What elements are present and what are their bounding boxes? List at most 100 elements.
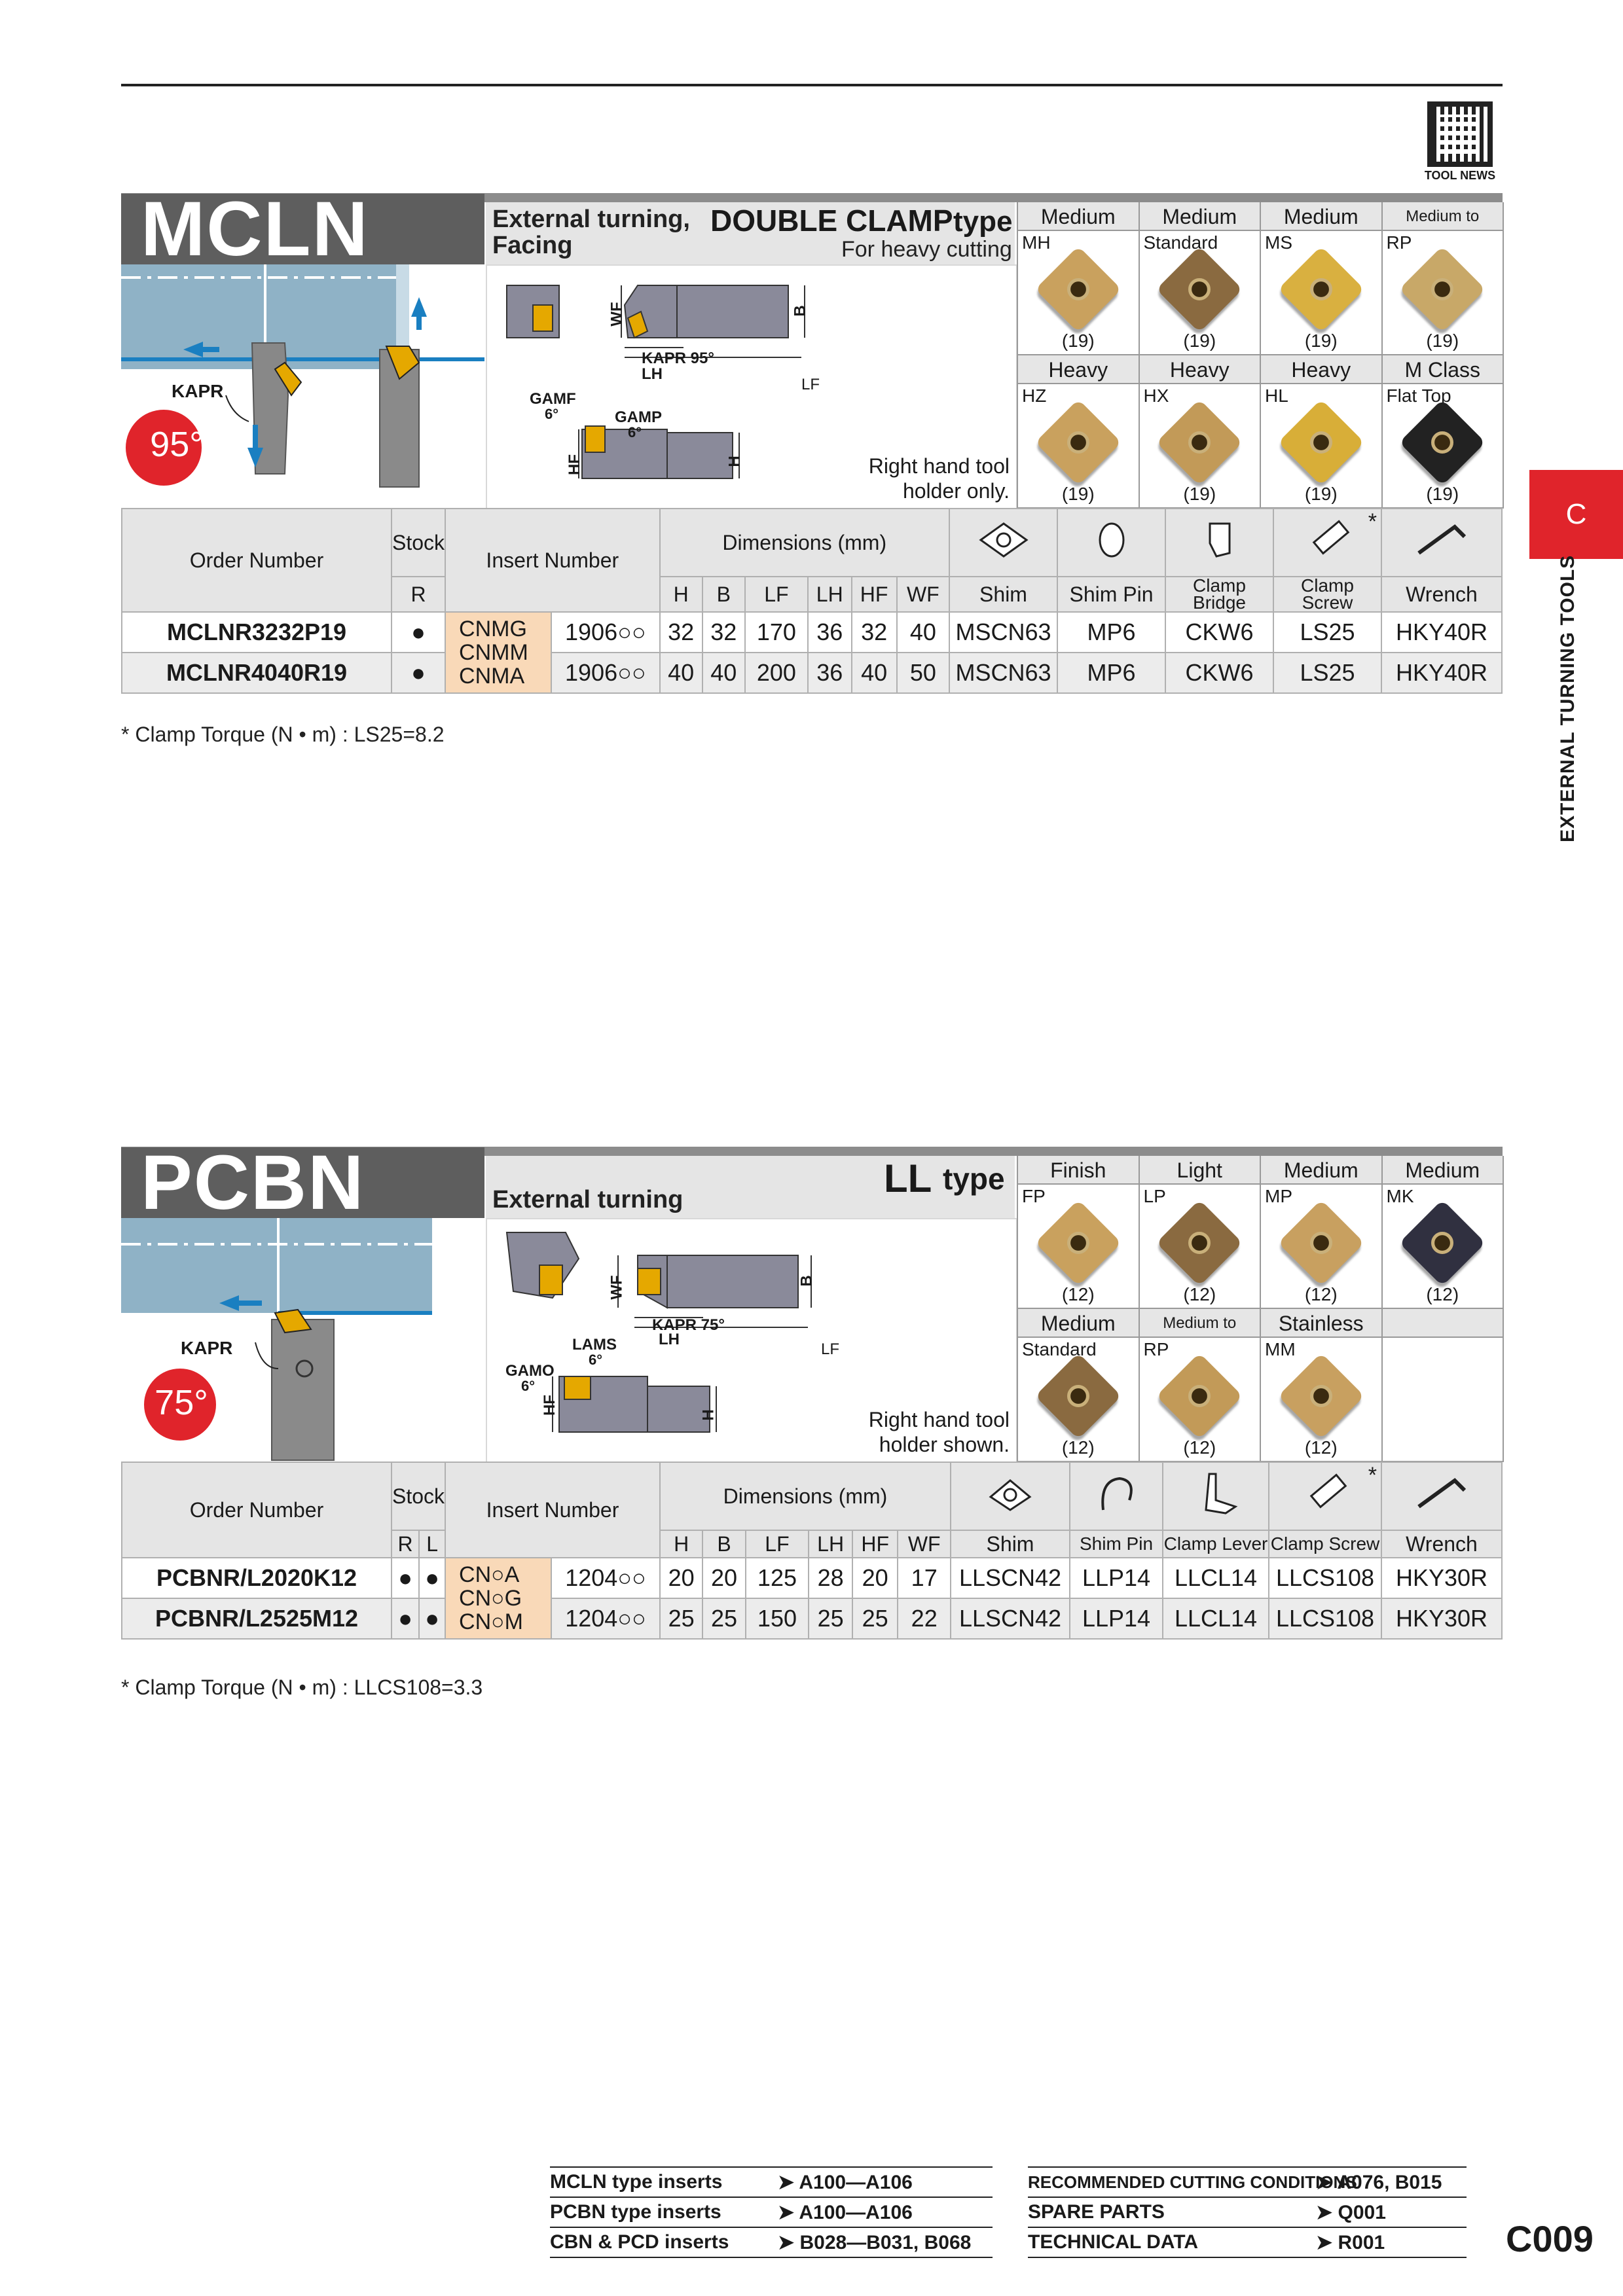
arrow-icon: ➤ (1316, 2201, 1333, 2223)
pcbn-dim-lams-val: 6° (589, 1352, 603, 1368)
pcbn-dim-lams: LAMS (572, 1336, 617, 1354)
reference-links: MCLN type inserts ➤ A100—A106 PCBN type … (550, 2166, 1467, 2265)
table-row: MCLNR3232P19 ● CNMG CNMM CNMA 1906○○ 32 … (121, 611, 1503, 694)
insert-grade-card[interactable]: HZ (19) (1018, 384, 1140, 509)
mcln-r2-clamp: CKW6 (1165, 652, 1274, 694)
pcbn-dim-h: H (699, 1409, 718, 1421)
insert-grade-card[interactable]: HL(19) (1261, 384, 1383, 509)
insert-chip-icon (1277, 399, 1364, 486)
arrow-icon: ➤ (1316, 2231, 1333, 2253)
mcln-order-1[interactable]: MCLNR3232P19 (121, 611, 392, 653)
insert-grade-card (1382, 1338, 1504, 1462)
insert-grade-card[interactable]: LP (12) (1139, 1185, 1261, 1309)
pcbn-r1-lever: LLCL14 (1162, 1557, 1269, 1599)
section-tab[interactable]: C (1529, 470, 1623, 559)
insert-grade-card[interactable]: RP(12) (1139, 1338, 1261, 1462)
insert-grade-card[interactable]: MP(12) (1261, 1185, 1383, 1309)
mcln-dim-b: B (791, 305, 809, 317)
insert-chip-icon (1277, 1199, 1364, 1287)
ref-link-spare[interactable]: SPARE PARTS ➤ Q001 (1028, 2197, 1467, 2227)
mcln-insert-1: CNMG (459, 617, 527, 641)
arrow-icon: ➤ (778, 2231, 795, 2253)
insert-grade-card[interactable]: Standard(19) (1139, 231, 1261, 355)
mcln-dim-kapr: KAPR 95° (642, 350, 714, 367)
mcln-h-r: R (390, 576, 447, 613)
mcln-h-clamp-bridge: Clamp Bridge (1165, 576, 1274, 613)
mcln-h-dim-lf: LF (744, 576, 809, 613)
pcbn-r1-hf: 20 (851, 1557, 899, 1599)
insert-code: LP (1143, 1186, 1166, 1206)
insert-grade-card[interactable]: MH(19) (1018, 231, 1140, 355)
insert-grade-card[interactable]: Standard(12) (1018, 1338, 1140, 1462)
mcln-h-dim-lh: LH (807, 576, 852, 613)
insert-grade-card[interactable]: MS(19) (1261, 231, 1383, 355)
insert-grade-heading (1382, 1309, 1504, 1338)
mcln-r2-hf: 40 (850, 652, 898, 694)
insert-code: HZ (1022, 386, 1047, 406)
ref-link-mcln[interactable]: MCLN type inserts ➤ A100—A106 (550, 2166, 993, 2197)
insert-chip-icon (1156, 1199, 1243, 1287)
ref-page: A076, B015 (1337, 2171, 1442, 2193)
pcbn-r2-lever: LLCL14 (1162, 1598, 1269, 1640)
mcln-r1-shim-pin: MP6 (1057, 611, 1166, 653)
pcbn-r1-b: 20 (702, 1557, 746, 1599)
insert-code: Standard (1143, 232, 1218, 253)
mcln-holder-note-1: Right hand tool (868, 454, 1010, 478)
pcbn-r1-lf: 125 (744, 1557, 810, 1599)
insert-grade-card[interactable]: RP(19) (1382, 231, 1504, 355)
qr-code-icon[interactable] (1427, 101, 1493, 167)
pcbn-r2-b: 25 (702, 1598, 746, 1640)
insert-code: MS (1265, 232, 1292, 253)
mcln-order-2[interactable]: MCLNR4040R19 (121, 652, 392, 694)
insert-grade-card[interactable]: FP(12) (1018, 1185, 1140, 1309)
pcbn-order-1[interactable]: PCBNR/L2020K12 (121, 1557, 392, 1599)
page-number: C009 (1506, 2218, 1594, 2259)
insert-grade-card[interactable]: Flat Top(19) (1382, 384, 1504, 509)
ref-link-cbn[interactable]: CBN & PCD inserts ➤ B028—B031, B068 (550, 2227, 993, 2258)
mcln-h-dim-hf: HF (850, 576, 898, 613)
mcln-h-insert: Insert Number (445, 508, 661, 613)
ref-link-cutting[interactable]: RECOMMENDED CUTTING CONDITIONS ➤ A076, B… (1028, 2166, 1467, 2197)
pcbn-dim-kapr: KAPR 75° (652, 1316, 725, 1334)
insert-grade-card[interactable]: MM(12) (1261, 1338, 1383, 1462)
pcbn-insert-2: CN○G (459, 1586, 522, 1611)
ref-label: RECOMMENDED CUTTING CONDITIONS (1028, 2172, 1357, 2192)
mcln-dim-lh: LH (642, 365, 663, 383)
mcln-h-clamp-screw: Clamp Screw (1273, 576, 1382, 613)
mcln-h-stock: Stock (390, 508, 447, 577)
insert-grade-heading: Finish (1018, 1156, 1140, 1185)
mcln-r1-lf: 170 (744, 611, 809, 653)
insert-grade-card[interactable]: MK(12) (1382, 1185, 1504, 1309)
insert-grade-heading: Medium (1018, 202, 1140, 231)
pcbn-insert-3: CN○M (459, 1609, 523, 1634)
mcln-h-order: Order Number (121, 508, 392, 613)
ref-page: R001 (1338, 2231, 1385, 2253)
mcln-r1-wf: 40 (896, 611, 951, 653)
shim-icon (950, 1462, 1070, 1531)
ref-link-pcbn[interactable]: PCBN type inserts ➤ A100—A106 (550, 2197, 993, 2227)
mcln-h-dims: Dimensions (mm) (659, 508, 951, 577)
insert-grade-heading: Heavy (1139, 355, 1261, 384)
insert-grade-card[interactable]: HX(19) (1139, 384, 1261, 509)
pcbn-stock-r-2: ● (390, 1598, 420, 1640)
clamp-lever-icon (1162, 1462, 1269, 1531)
ref-link-tech[interactable]: TECHNICAL DATA ➤ R001 (1028, 2227, 1467, 2258)
mcln-dim-gamf: GAMF (530, 390, 576, 408)
ref-label: PCBN type inserts (550, 2201, 721, 2223)
arrow-icon: ➤ (1316, 2171, 1333, 2193)
pcbn-h-dim-lh: LH (808, 1530, 853, 1558)
mcln-dim-gamp-val: 6° (628, 424, 642, 440)
pcbn-angle: 75° (155, 1383, 208, 1422)
mcln-r2-lh: 36 (807, 652, 852, 694)
insert-qty: (19) (1061, 484, 1095, 504)
pcbn-order-2[interactable]: PCBNR/L2525M12 (121, 1598, 392, 1640)
insert-qty: (12) (1183, 1284, 1216, 1304)
ref-page: Q001 (1338, 2201, 1386, 2223)
insert-qty: (12) (1061, 1284, 1095, 1304)
insert-grade-heading: Medium (1261, 1156, 1383, 1185)
insert-grade-heading: Medium to Rough (1382, 202, 1504, 254)
pcbn-r2-shim: LLSCN42 (950, 1598, 1070, 1640)
insert-chip-icon (1034, 1352, 1122, 1440)
pcbn-dim-lh: LH (659, 1331, 680, 1348)
